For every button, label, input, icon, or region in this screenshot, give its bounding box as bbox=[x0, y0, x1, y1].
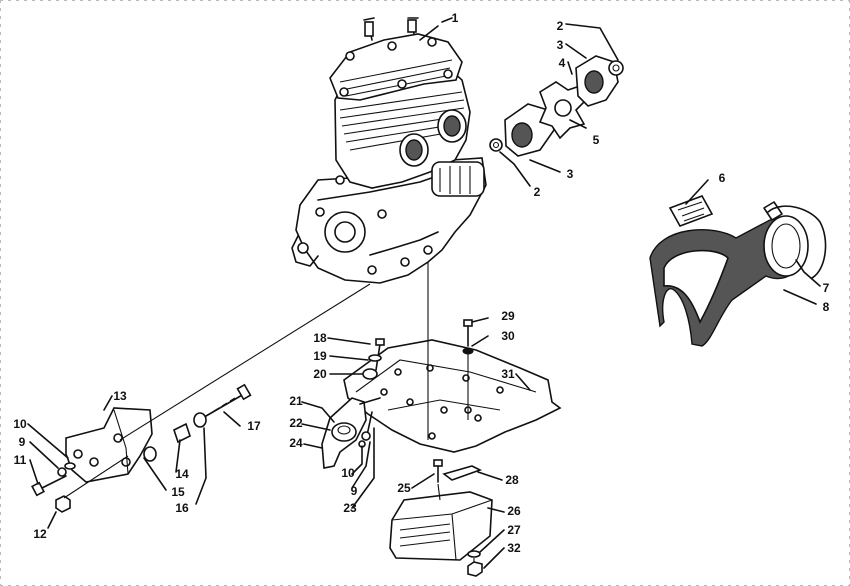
washer-2-upper bbox=[608, 60, 624, 76]
callout-23: 23 bbox=[343, 501, 357, 515]
motor-plate-parts bbox=[321, 319, 562, 577]
washer-2-lower bbox=[489, 138, 503, 152]
callout-14: 14 bbox=[175, 467, 189, 481]
callout-3-upper: 3 bbox=[557, 38, 564, 52]
spacer-14 bbox=[173, 422, 191, 444]
nut-32 bbox=[467, 561, 483, 577]
callout-22: 22 bbox=[289, 416, 303, 430]
bolt-17 bbox=[205, 393, 245, 417]
callout-29: 29 bbox=[501, 309, 515, 323]
callout-16: 16 bbox=[175, 501, 189, 515]
callout-28: 28 bbox=[505, 473, 519, 487]
spacer-15 bbox=[143, 446, 157, 462]
left-bracket-parts bbox=[31, 383, 252, 513]
callout-17: 17 bbox=[247, 419, 261, 433]
callout-15: 15 bbox=[171, 485, 185, 499]
bracket-13 bbox=[65, 407, 153, 483]
washer-10 bbox=[64, 462, 76, 470]
drive-coupler-parts bbox=[489, 55, 624, 157]
callout-31: 31 bbox=[501, 367, 515, 381]
callout-20: 20 bbox=[313, 367, 327, 381]
callout-7: 7 bbox=[823, 281, 830, 295]
decal-6 bbox=[668, 195, 714, 227]
callout-3-lower: 3 bbox=[567, 167, 574, 181]
callout-9-bracket: 9 bbox=[19, 435, 26, 449]
washer-19 bbox=[368, 354, 382, 362]
callout-25: 25 bbox=[397, 481, 411, 495]
callout-6: 6 bbox=[719, 171, 726, 185]
callout-10-bracket: 10 bbox=[13, 417, 27, 431]
callout-9-plate: 9 bbox=[351, 484, 358, 498]
callout-8: 8 bbox=[823, 300, 830, 314]
engine-assembly bbox=[291, 17, 487, 284]
rubber-mount-22 bbox=[331, 422, 357, 442]
callout-19: 19 bbox=[313, 349, 327, 363]
callout-11: 11 bbox=[14, 453, 27, 467]
engine-mount-26 bbox=[389, 491, 493, 561]
washer-27 bbox=[467, 550, 481, 558]
callout-26: 26 bbox=[507, 504, 521, 518]
callout-30: 30 bbox=[501, 329, 515, 343]
plate-28 bbox=[442, 465, 483, 481]
washer-9 bbox=[57, 467, 67, 477]
spacer-20 bbox=[362, 368, 378, 380]
callout-labels: 1 2 3 4 5 3 2 6 7 8 29 30 31 18 19 20 21… bbox=[13, 11, 829, 555]
callout-5: 5 bbox=[593, 133, 600, 147]
leader-lines bbox=[27, 17, 821, 569]
nut-12 bbox=[55, 495, 71, 513]
intake-boot-parts bbox=[649, 195, 827, 347]
callout-12: 12 bbox=[33, 527, 47, 541]
callout-2-lower: 2 bbox=[534, 185, 541, 199]
callout-24: 24 bbox=[289, 436, 303, 450]
callout-13: 13 bbox=[113, 389, 127, 403]
callout-10-plate: 10 bbox=[341, 466, 355, 480]
callout-27: 27 bbox=[507, 523, 521, 537]
callout-32: 32 bbox=[507, 541, 521, 555]
callout-1: 1 bbox=[452, 11, 459, 25]
callout-21: 21 bbox=[289, 394, 303, 408]
motor-plate-31 bbox=[343, 339, 562, 453]
spacer-16 bbox=[193, 412, 207, 428]
callout-2-upper: 2 bbox=[557, 19, 564, 33]
clamp-7 bbox=[767, 205, 827, 279]
assembly-lines bbox=[63, 262, 475, 562]
callout-18: 18 bbox=[313, 331, 327, 345]
callout-4: 4 bbox=[559, 56, 566, 70]
